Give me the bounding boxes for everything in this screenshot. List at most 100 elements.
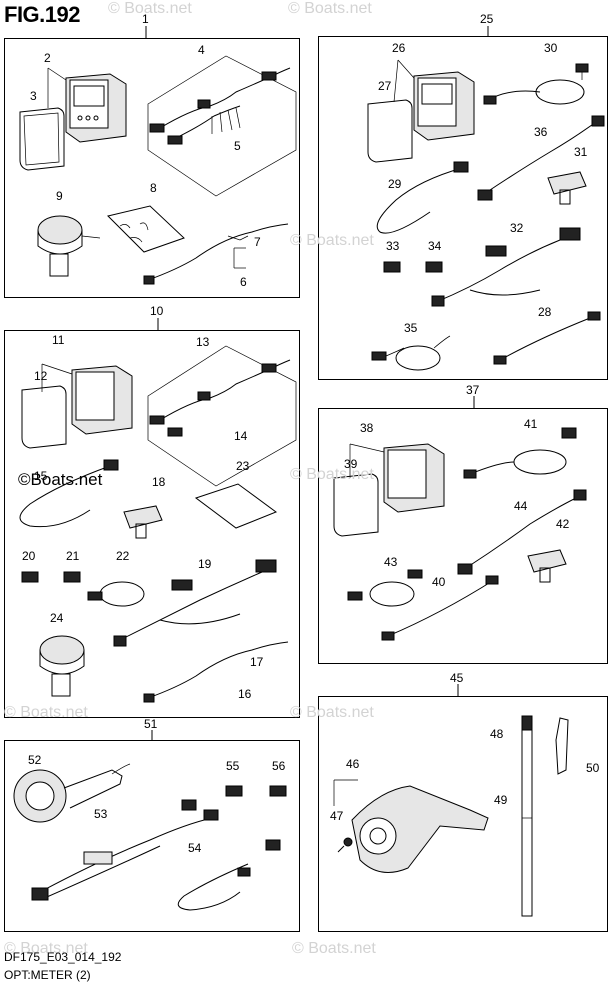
callout-17: 17 — [250, 655, 264, 669]
callout-46: 46 — [346, 757, 360, 771]
cable-6 — [143, 223, 289, 285]
group-box-1 — [4, 38, 300, 298]
diagram-code: DF175_E03_014_192 — [4, 950, 122, 964]
callout-20: 20 — [22, 549, 36, 563]
callout-51: 51 — [144, 717, 158, 731]
callout-21: 21 — [66, 549, 80, 563]
meter-cover-27 — [367, 99, 413, 163]
cable-22 — [87, 581, 145, 607]
terminator-33 — [383, 261, 401, 273]
cable-44 — [457, 489, 587, 575]
screw-47 — [337, 837, 353, 853]
parts-bag-8 — [107, 205, 185, 253]
terminator-34 — [425, 261, 443, 273]
tee-31 — [547, 171, 587, 205]
group-box-25 — [318, 36, 608, 380]
watermark: © Boats.net — [290, 466, 374, 483]
cable-15 — [19, 459, 119, 528]
cable-41 — [463, 427, 577, 479]
callout-16: 16 — [238, 687, 252, 701]
callout-24: 24 — [50, 611, 64, 625]
watermark: © Boats.net — [290, 704, 374, 721]
callout-18: 18 — [152, 475, 166, 489]
handle-46 — [351, 785, 489, 873]
cable-16 — [143, 641, 289, 703]
cable-28 — [493, 311, 601, 365]
callout-30: 30 — [544, 41, 558, 55]
callout-42: 42 — [556, 517, 570, 531]
watermark: © Boats.net — [292, 940, 376, 957]
callout-37: 37 — [466, 383, 480, 397]
terminator-21 — [63, 571, 81, 583]
callout-26: 26 — [392, 41, 406, 55]
callout-5: 5 — [234, 139, 241, 153]
gauge-52 — [13, 763, 131, 823]
callout-27: 27 — [378, 79, 392, 93]
callout-38: 38 — [360, 421, 374, 435]
callout-43: 43 — [384, 555, 398, 569]
harness-4 — [147, 55, 297, 197]
watermark-dark: ©Boats.net — [18, 470, 103, 489]
group-box-10 — [4, 330, 300, 718]
callout-48: 48 — [490, 727, 504, 741]
callout-7: 7 — [254, 235, 261, 249]
callout-3: 3 — [30, 89, 37, 103]
callout-12: 12 — [34, 369, 48, 383]
watermark: © Boats.net — [288, 0, 372, 17]
callout-32: 32 — [510, 221, 524, 235]
figure-title: FIG.192 — [4, 2, 80, 27]
cable-35 — [371, 335, 451, 371]
callout-1: 1 — [142, 12, 149, 26]
terminator-20 — [21, 571, 39, 583]
callout-13: 13 — [196, 335, 210, 349]
tee-42 — [527, 549, 567, 583]
tee-18 — [123, 505, 163, 539]
callout-54: 54 — [188, 841, 202, 855]
callout-6: 6 — [240, 275, 247, 289]
harness-32 — [431, 227, 581, 307]
callout-34: 34 — [428, 239, 442, 253]
callout-23: 23 — [236, 459, 250, 473]
harness-53 — [31, 799, 219, 901]
callout-52: 52 — [28, 753, 42, 767]
sensor-24 — [39, 635, 85, 697]
callout-14: 14 — [234, 429, 248, 443]
cable-43 — [347, 569, 423, 607]
harness-19 — [113, 559, 277, 647]
callout-8: 8 — [150, 181, 157, 195]
callout-53: 53 — [94, 807, 108, 821]
meter-display-11 — [71, 365, 133, 435]
callout-15: 15 — [34, 469, 48, 483]
callout-28: 28 — [538, 305, 552, 319]
callout-45: 45 — [450, 671, 464, 685]
group-box-37 — [318, 408, 608, 664]
cable-36 — [477, 115, 605, 201]
harness-13 — [147, 345, 297, 487]
group-box-45 — [318, 696, 608, 932]
meter-display-38 — [383, 443, 445, 513]
cable-40 — [381, 575, 499, 641]
rod-49 — [521, 715, 533, 917]
callout-50: 50 — [586, 761, 600, 775]
watermark: © Boats.net — [4, 704, 88, 721]
callout-29: 29 — [388, 177, 402, 191]
cable-29 — [376, 161, 469, 234]
callout-19: 19 — [198, 557, 212, 571]
meter-display-2 — [65, 73, 127, 143]
parts-bag-23 — [194, 483, 278, 529]
terminator-56 — [269, 785, 287, 797]
callout-2: 2 — [44, 51, 51, 65]
callout-22: 22 — [116, 549, 130, 563]
watermark: © Boats.net — [108, 0, 192, 17]
callout-11: 11 — [52, 333, 65, 347]
callout-36: 36 — [534, 125, 548, 139]
cable-30 — [483, 63, 589, 105]
callout-35: 35 — [404, 321, 418, 335]
watermark: © Boats.net — [290, 232, 374, 249]
callout-40: 40 — [432, 575, 446, 589]
callout-33: 33 — [386, 239, 400, 253]
sensor-9 — [37, 215, 101, 277]
meter-cover-3 — [19, 107, 65, 171]
